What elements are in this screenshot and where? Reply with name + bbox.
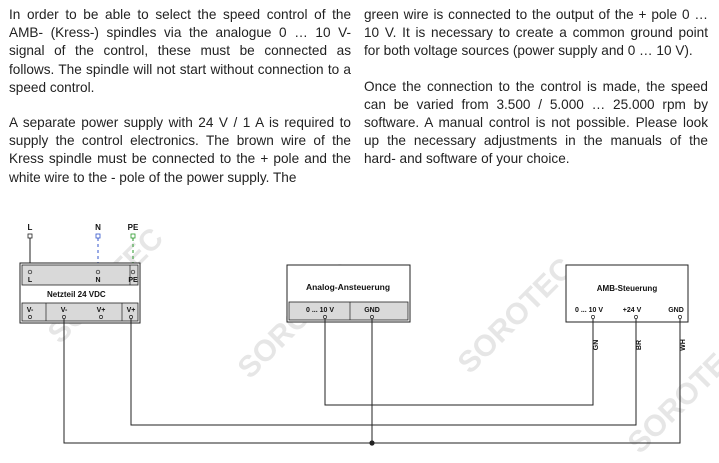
ps-terminal-pe: PE <box>128 277 138 284</box>
analog-terminal-gnd: GND <box>364 307 380 314</box>
amb-terminal-24v: +24 V <box>623 307 642 314</box>
wire-label-gn: GN <box>593 340 600 351</box>
wire-label-br: BR <box>636 340 643 350</box>
watermark-text: SOROTEC <box>452 252 580 380</box>
wiring <box>63 319 681 444</box>
paragraph: Once the connection to the control is ma… <box>364 78 708 167</box>
wire-signal <box>324 319 594 406</box>
analog-terminal-signal: 0 ... 10 V <box>306 307 334 314</box>
amb-control-box <box>565 264 689 323</box>
text-column-left: In order to be able to select the speed … <box>9 6 351 204</box>
wiring-diagram: SOROTEC SOROTEC SOROTEC SOROTEC L N PE L… <box>19 222 719 460</box>
power-supply-block: L N PE Netzteil 24 VDC V- V- V+ V+ <box>19 262 141 324</box>
wire-label-wh: WH <box>680 339 687 351</box>
ps-terminal-vplus-1: V+ <box>97 307 106 314</box>
paragraph: A separate power supply with 24 V / 1 A … <box>9 115 351 185</box>
paragraph: In order to be able to select the speed … <box>9 7 351 95</box>
wire-24v <box>130 319 637 426</box>
analog-control-terminal-strip <box>288 301 409 321</box>
mains-n-label: N <box>95 223 101 232</box>
power-supply-bottom-strip <box>21 302 139 322</box>
mains-l-terminal <box>27 233 33 239</box>
ps-terminal-l: L <box>28 277 33 284</box>
power-supply-title: Netzteil 24 VDC <box>47 290 106 299</box>
analog-control-title: Analog-Ansteuerung <box>306 282 390 292</box>
paragraph: green wire is connected to the output of… <box>364 7 708 59</box>
mains-l-label: L <box>28 223 33 232</box>
ps-terminal-vplus-2: V+ <box>127 307 136 314</box>
amb-control-block: AMB-Steuerung 0 ... 10 V +24 V GND GN BR… <box>565 264 689 351</box>
ps-terminal-vminus-1: V- <box>27 307 34 314</box>
ground-junction <box>369 440 375 446</box>
ps-terminal-n: N <box>95 277 100 284</box>
amb-terminal-signal: 0 ... 10 V <box>575 307 603 314</box>
ps-terminal-vminus-2: V- <box>61 307 68 314</box>
mains-n-terminal <box>95 233 101 239</box>
amb-terminal-gnd: GND <box>668 307 684 314</box>
watermark-group: SOROTEC SOROTEC SOROTEC SOROTEC <box>42 222 719 460</box>
amb-control-title: AMB-Steuerung <box>597 284 658 293</box>
text-column-right: green wire is connected to the output of… <box>364 6 708 186</box>
analog-control-block: Analog-Ansteuerung 0 ... 10 V GND <box>286 264 411 323</box>
mains-pe-label: PE <box>128 223 139 232</box>
power-supply-top-strip <box>21 264 139 286</box>
